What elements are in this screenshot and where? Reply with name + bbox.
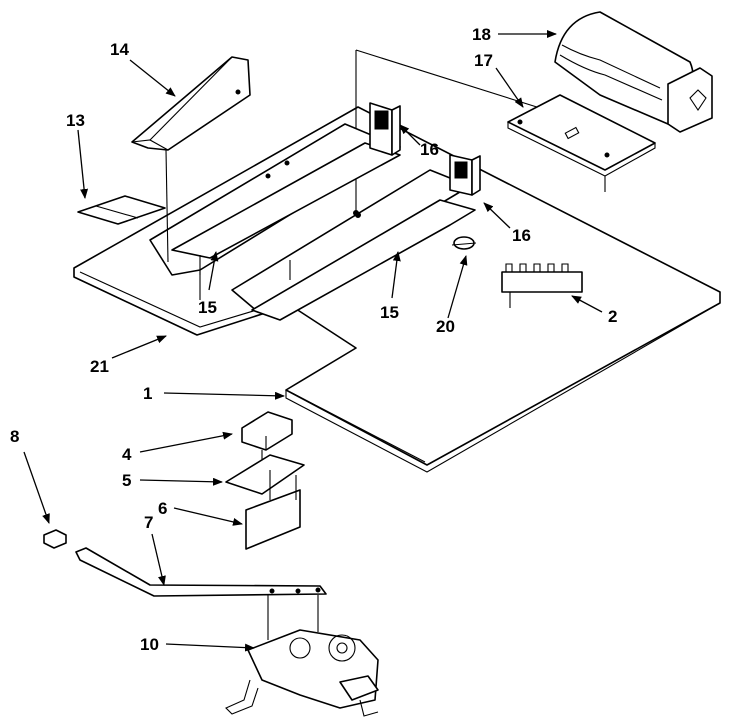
bracket-16-lower bbox=[449, 154, 481, 196]
callout-17: 17 bbox=[474, 51, 493, 70]
callout-10: 10 bbox=[140, 635, 159, 654]
part-6-shield bbox=[245, 489, 301, 550]
guide-lines bbox=[165, 149, 359, 500]
callout-5: 5 bbox=[122, 471, 131, 490]
part-2-terminal-block bbox=[501, 263, 583, 308]
part-17-plate bbox=[507, 94, 656, 192]
part-13-bracket bbox=[77, 195, 166, 225]
callout-7: 7 bbox=[144, 513, 153, 532]
callout-1: 1 bbox=[143, 384, 152, 403]
part-4-switch bbox=[241, 411, 293, 470]
callout-15-left: 15 bbox=[198, 298, 217, 317]
callout-21: 21 bbox=[90, 357, 109, 376]
callout-4: 4 bbox=[122, 445, 132, 464]
callout-16-lower: 16 bbox=[512, 226, 531, 245]
bracket-16-upper bbox=[369, 102, 401, 156]
part-10-latch bbox=[225, 595, 379, 717]
burner-box-left bbox=[149, 123, 401, 276]
leader-arrows bbox=[23, 30, 603, 652]
callout-6: 6 bbox=[158, 499, 167, 518]
callout-15-right: 15 bbox=[380, 303, 399, 322]
callout-20: 20 bbox=[436, 317, 455, 336]
callout-16-upper: 16 bbox=[420, 140, 439, 159]
callout-13: 13 bbox=[66, 111, 85, 130]
callout-18: 18 bbox=[472, 25, 491, 44]
part-18-motor bbox=[554, 11, 713, 133]
part-14-channel bbox=[131, 56, 251, 151]
part-5-insulator bbox=[225, 454, 305, 495]
callout-labels: 18 17 14 13 16 16 15 15 20 2 21 1 8 4 5 … bbox=[10, 25, 617, 654]
callout-8: 8 bbox=[10, 427, 19, 446]
part-20-thermostat bbox=[451, 236, 477, 250]
callout-2: 2 bbox=[608, 307, 617, 326]
part-8-knob bbox=[43, 529, 67, 549]
part-7-lever bbox=[75, 547, 327, 597]
callout-14: 14 bbox=[110, 40, 129, 59]
